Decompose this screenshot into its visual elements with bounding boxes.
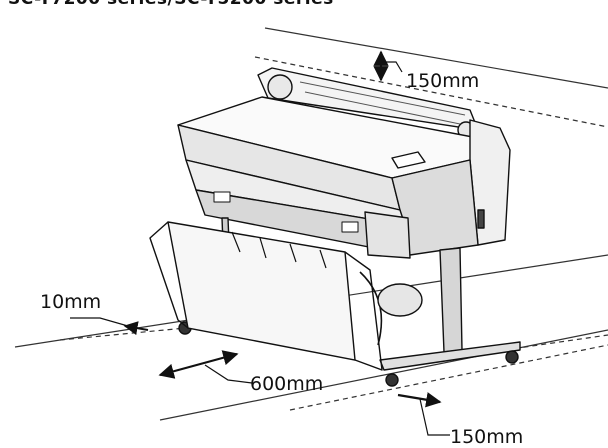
rear-clearance-arrow — [397, 392, 442, 408]
side-clearance-arrow-left — [123, 321, 149, 336]
right-cartridge-door — [364, 211, 411, 259]
basket-frame-right — [344, 251, 383, 371]
top-leader-line — [381, 61, 403, 73]
top-clearance-dashed-line — [254, 56, 608, 128]
top-clearance-label: 150mm — [406, 70, 480, 92]
side-leader-line — [70, 317, 129, 327]
roll-holder-left — [267, 74, 293, 100]
side-port — [477, 209, 485, 229]
control-panel — [391, 151, 426, 169]
cartridge-label-center — [341, 221, 359, 233]
front-clearance-arrow — [158, 350, 239, 379]
basket-frame-left — [149, 221, 189, 329]
roll-cover — [257, 67, 479, 131]
stand-right-leg — [439, 247, 463, 353]
rear-clearance-label: 150mm — [450, 426, 524, 448]
wall-top-edge-line — [264, 27, 608, 89]
printer-illustration — [149, 67, 521, 387]
stand-base — [379, 341, 521, 371]
dimension-arrows — [70, 50, 450, 436]
rear-leader-line — [419, 398, 450, 436]
caster-front — [385, 373, 399, 387]
front-leader-line — [204, 364, 253, 384]
series-heading: SC-T7200 series/SC-T5200 series — [8, 0, 334, 9]
caster-rear — [505, 350, 519, 364]
roll-media-adapter — [377, 283, 423, 317]
cartridge-label-left — [213, 191, 231, 203]
front-clearance-label: 600mm — [250, 373, 324, 395]
side-clearance-label: 10mm — [40, 291, 102, 313]
rear-clearance-dashed-line — [289, 344, 608, 411]
floor-side-edge-line — [159, 329, 608, 421]
